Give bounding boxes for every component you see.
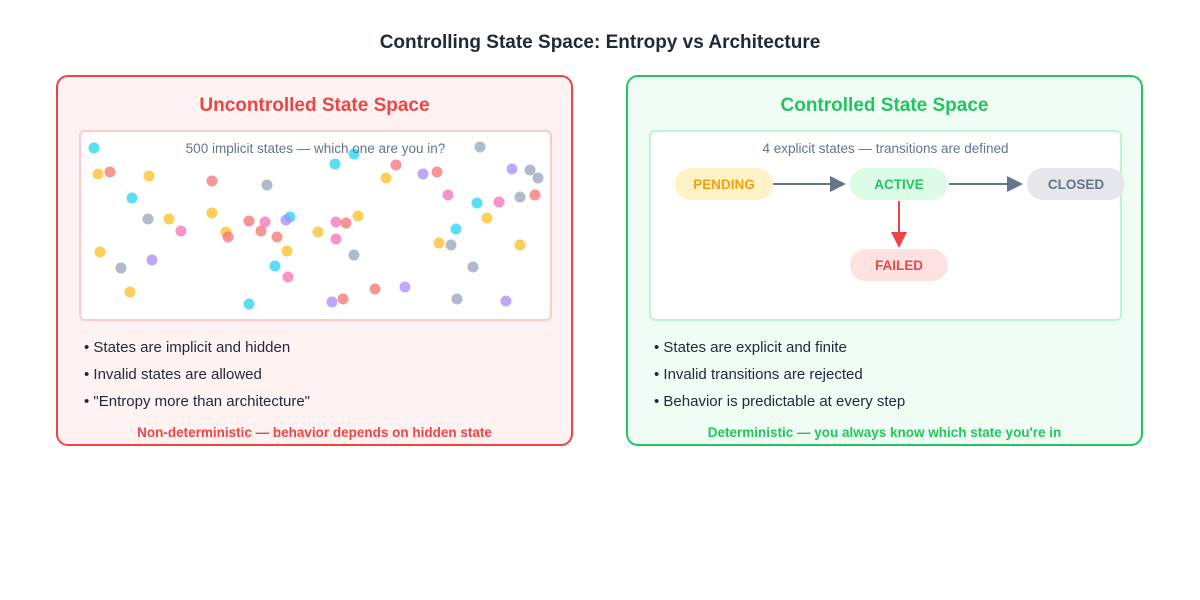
state-dot [500,295,512,307]
state-node-pending [675,168,773,200]
state-label: ACTIVE [874,177,924,192]
state-dot [175,225,187,237]
state-dot [493,196,505,208]
state-label: PENDING [693,177,755,192]
state-dot [269,260,281,272]
bullet-list: • States are implicit and hidden • Inval… [84,339,310,420]
state-cloud: 500 implicit states — which one are you … [79,130,552,321]
bullet: • Invalid transitions are rejected [654,366,863,383]
state-dot [326,296,338,308]
state-dot [255,225,267,237]
bullet: • Invalid states are allowed [84,366,262,383]
state-dot [399,281,411,293]
state-dot [471,197,483,209]
state-dot [348,148,360,160]
state-dot [142,213,154,225]
state-dot [524,164,536,176]
state-dot [329,158,341,170]
state-dot [445,239,457,251]
state-dot [146,254,158,266]
state-node-failed [850,249,948,281]
state-dot [261,179,273,191]
state-dot [280,214,292,226]
state-dot [222,231,234,243]
state-node-active [850,168,948,200]
state-dot [259,216,271,228]
state-dot [450,223,462,235]
uncontrolled-panel: Uncontrolled State Space 500 implicit st… [56,75,573,446]
state-dot [330,233,342,245]
state-dot [206,175,218,187]
state-dot [143,170,155,182]
state-dot [481,212,493,224]
footer-note: Non-deterministic — behavior depends on … [137,425,492,440]
state-dot [467,261,479,273]
state-dot [124,286,136,298]
bullet: • States are explicit and finite [654,339,847,356]
state-label: CLOSED [1048,177,1105,192]
state-dot [163,213,175,225]
state-dot [88,142,100,154]
random-states-dots [88,141,544,310]
state-dot [514,239,526,251]
state-dot [431,166,443,178]
page-title: Controlling State Space: Entropy vs Arch… [379,32,821,53]
state-dot [243,298,255,310]
bullet: • States are implicit and hidden [84,339,291,356]
state-dot [380,172,392,184]
state-dot [281,245,293,257]
state-dot [337,293,349,305]
state-dot [104,166,116,178]
state-dot [529,189,541,201]
state-dot [532,172,544,184]
state-dot [243,215,255,227]
state-dot [442,189,454,201]
state-dot [330,216,342,228]
bullet: • Behavior is predictable at every step [654,393,906,410]
state-dot [514,191,526,203]
state-dot [340,217,352,229]
state-dot [451,293,463,305]
state-dot [92,168,104,180]
caption: 4 explicit states — transitions are defi… [762,141,1009,156]
state-label: FAILED [875,258,923,273]
state-diagram: PENDING ACTIVE CLOSED FAILED [675,168,1124,281]
state-dot [206,207,218,219]
state-dot [115,262,127,274]
footer-note: Deterministic — you always know which st… [707,425,1062,440]
state-dot [369,283,381,295]
caption: 500 implicit states — which one are you … [185,141,446,156]
state-dot [282,271,294,283]
state-dot [94,246,106,258]
state-dot [126,192,138,204]
state-dot [271,231,283,243]
state-node-closed [1027,168,1124,200]
panel-title: Controlled State Space [780,95,989,116]
state-dot [417,168,429,180]
state-dot [474,141,486,153]
state-dot [312,226,324,238]
bullet: • "Entropy more than architecture" [84,393,311,410]
state-dot [348,249,360,261]
state-machine: 4 explicit states — transitions are defi… [649,130,1124,321]
bullet-list: • States are explicit and finite • Inval… [654,339,905,420]
state-dot [506,163,518,175]
state-dot [390,159,402,171]
panel-title: Uncontrolled State Space [199,95,430,116]
state-dot [433,237,445,249]
controlled-panel: Controlled State Space 4 explicit states… [626,75,1143,446]
state-dot [352,210,364,222]
